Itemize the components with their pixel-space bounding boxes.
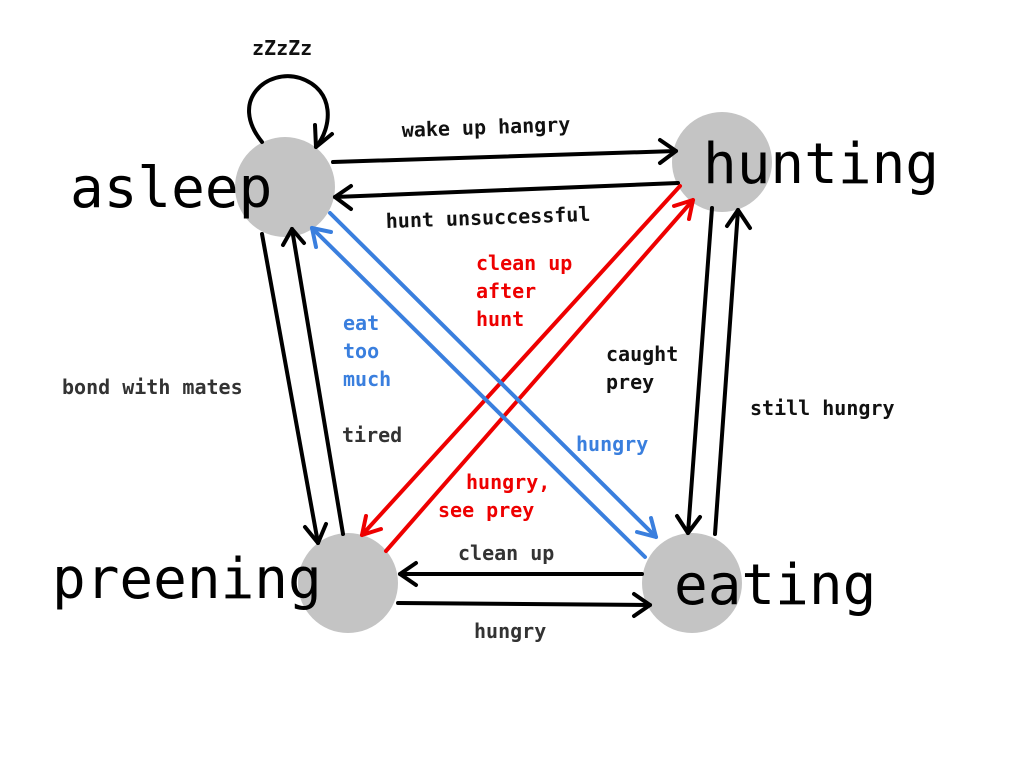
edge-hunting-to-preening	[360, 184, 682, 537]
label-line: prey	[606, 370, 654, 394]
edge-asleep-to-hunting	[331, 138, 678, 165]
label-preening-to-eating: hungry	[474, 619, 546, 643]
edge-eating-to-preening	[398, 561, 644, 587]
label-eating-to-hunting: still hungry	[750, 396, 895, 420]
node-preening	[298, 533, 398, 633]
edge-hunting-to-asleep	[333, 181, 680, 211]
label-asleep-to-preening: bond with mates	[62, 375, 243, 399]
edge-preening-to-eating	[396, 592, 652, 618]
edge-preening-to-asleep	[281, 227, 345, 536]
label-line: hunt	[476, 307, 524, 331]
label-line: eat	[343, 311, 379, 335]
label-preening-to-asleep: tired	[342, 423, 402, 447]
edge-hunting-to-eating	[675, 206, 714, 535]
label-eating-to-asleep: eat too much	[343, 311, 391, 391]
edge-eating-to-asleep	[310, 226, 647, 559]
edge-asleep-self-loop	[247, 74, 334, 149]
label-asleep-to-eating: hungry	[576, 432, 648, 456]
state-label-eating: eating	[674, 553, 876, 618]
label-preening-to-hunting: hungry, see prey	[438, 470, 550, 522]
label-line: hungry,	[466, 470, 550, 494]
label-line: too	[343, 339, 379, 363]
edge-asleep-to-preening	[260, 232, 328, 545]
label-self-loop-asleep: zZzZz	[252, 36, 312, 60]
label-asleep-to-hunting: wake up hangry	[401, 112, 570, 142]
label-line: caught	[606, 342, 678, 366]
state-label-hunting: hunting	[703, 132, 939, 197]
node-hunting	[672, 112, 772, 212]
node-asleep	[235, 137, 335, 237]
state-label-asleep: asleep	[70, 156, 272, 221]
label-eating-to-preening: clean up	[458, 541, 554, 565]
label-line: clean up	[476, 251, 572, 275]
edge-eating-to-hunting	[713, 208, 752, 536]
node-eating	[642, 533, 742, 633]
label-line: see prey	[438, 498, 534, 522]
state-label-preening: preening	[52, 547, 322, 612]
edge-asleep-to-eating	[328, 211, 658, 539]
label-hunting-to-preening: clean up after hunt	[476, 251, 572, 331]
label-hunting-to-eating: caught prey	[606, 342, 678, 394]
label-line: much	[343, 367, 391, 391]
label-hunting-to-asleep: hunt unsuccessful	[385, 202, 590, 233]
label-line: after	[476, 279, 536, 303]
edge-preening-to-hunting	[384, 198, 695, 553]
